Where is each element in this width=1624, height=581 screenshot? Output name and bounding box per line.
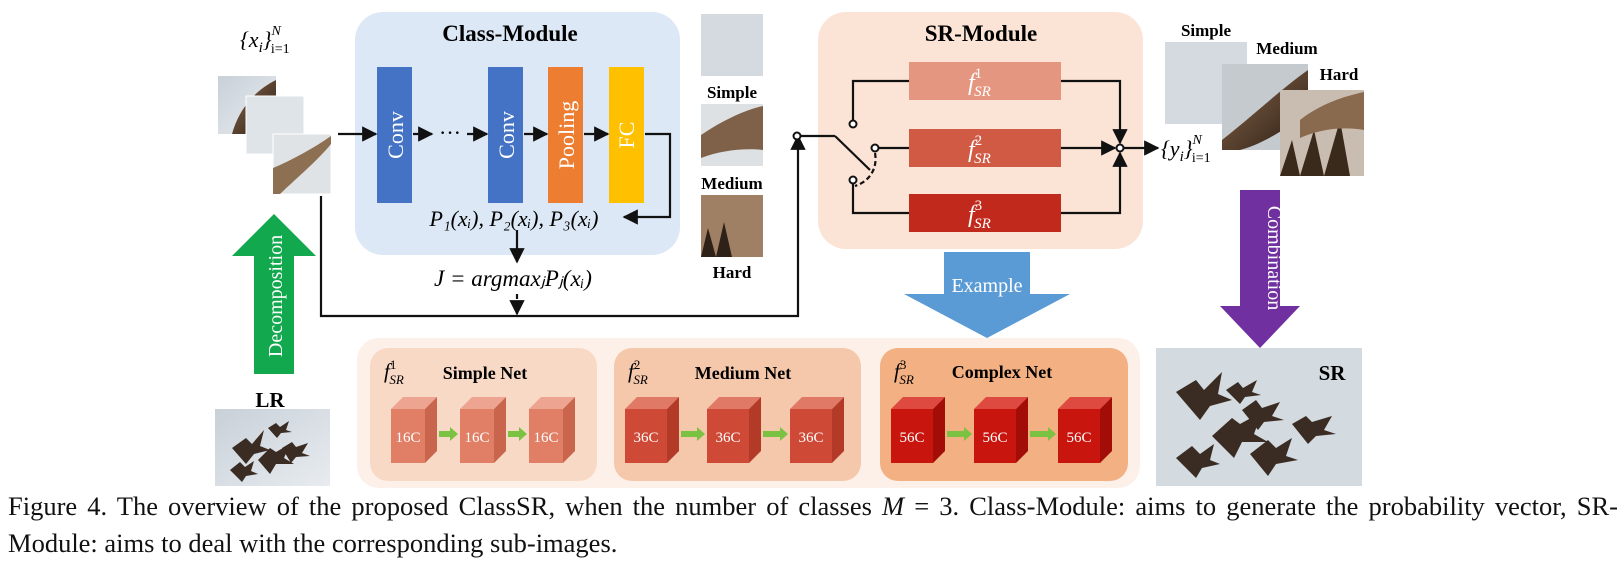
output-subimages: [1165, 42, 1364, 176]
argmax-text: J = argmaxⱼPⱼ(xᵢ): [434, 266, 592, 291]
example-label: Example: [951, 275, 1022, 297]
output-label-medium: Medium: [1256, 39, 1317, 58]
net-cube: 36C: [707, 397, 761, 463]
f-sr-2-block: [909, 129, 1061, 167]
lr-image: [215, 409, 330, 486]
net-cube-label: 36C: [715, 430, 740, 446]
net-cube: 36C: [625, 397, 679, 463]
net-cube: 16C: [529, 397, 575, 463]
lr-label: LR: [255, 388, 285, 412]
combination-arrow: [1220, 190, 1300, 348]
conv-layer-2: [488, 67, 523, 203]
sr-image: [1156, 348, 1362, 486]
probability-vector-text: P₁(xᵢ), P₂(xᵢ), P₃(xᵢ): [429, 206, 599, 231]
caption-math-m: M: [882, 491, 905, 521]
conv-label-1: Conv: [383, 111, 408, 159]
net-cube-arrow: [1030, 427, 1056, 441]
caption-eq: = 3: [904, 491, 953, 521]
combination-label: Combination: [1263, 206, 1285, 310]
f-sr-1-block: [909, 62, 1061, 100]
class-label-medium: Medium: [701, 174, 762, 193]
net-cubes: 16C 16C 16C 36C 36C 36C 56C 56C 56C: [391, 397, 1112, 463]
class-label-hard: Hard: [713, 263, 752, 282]
net-cube-label: 16C: [395, 430, 420, 446]
caption-part-1: Figure 4. The overview of the proposed C…: [8, 491, 883, 521]
net-cube-label: 16C: [464, 430, 489, 446]
net-cube-label: 36C: [798, 430, 823, 446]
net-cube-arrow: [681, 427, 705, 441]
decomposition-arrow: [232, 214, 316, 374]
conv-layer-1: [377, 67, 412, 203]
net-cube-label: 56C: [1066, 430, 1091, 446]
net-cube: 36C: [790, 397, 844, 463]
complex-net-title: Complex Net: [952, 362, 1052, 382]
output-label-simple: Simple: [1181, 21, 1232, 40]
net-cube: 16C: [460, 397, 506, 463]
net-cube-label: 56C: [899, 430, 924, 446]
class-module-title: Class-Module: [442, 21, 577, 46]
class-label-simple: Simple: [707, 83, 758, 102]
net-cube: 16C: [391, 397, 437, 463]
net-cube-label: 56C: [982, 430, 1007, 446]
figure-caption: Figure 4. The overview of the proposed C…: [8, 488, 1618, 562]
layers-ellipsis: ···: [439, 120, 461, 145]
net-cube-arrow: [439, 427, 458, 441]
sr-module-title: SR-Module: [925, 21, 1037, 46]
example-arrow: [904, 252, 1070, 338]
fc-label: FC: [614, 122, 639, 149]
sr-label: SR: [1319, 361, 1347, 385]
net-cube-label: 36C: [633, 430, 658, 446]
output-label-hard: Hard: [1320, 65, 1359, 84]
pooling-label: Pooling: [554, 101, 579, 169]
class-example-tiles: [701, 14, 763, 257]
net-cube: 56C: [974, 397, 1028, 463]
decomposition-label: Decomposition: [265, 235, 287, 357]
pooling-layer: [548, 67, 583, 203]
net-cube-arrow: [508, 427, 527, 441]
medium-net-title: Medium Net: [695, 363, 791, 383]
net-cube: 56C: [891, 397, 945, 463]
caption-part-2: . Class-Module: aims to generate the pro…: [8, 491, 1619, 558]
f-sr-3-block: [909, 194, 1061, 232]
net-cube-label: 16C: [533, 430, 558, 446]
net-cube-arrow: [947, 427, 972, 441]
fc-layer: [609, 67, 644, 203]
input-subimages: [218, 76, 332, 195]
net-cube-arrow: [763, 427, 788, 441]
simple-net-title: Simple Net: [443, 363, 528, 383]
conv-label-2: Conv: [494, 111, 519, 159]
net-cube: 56C: [1058, 397, 1112, 463]
